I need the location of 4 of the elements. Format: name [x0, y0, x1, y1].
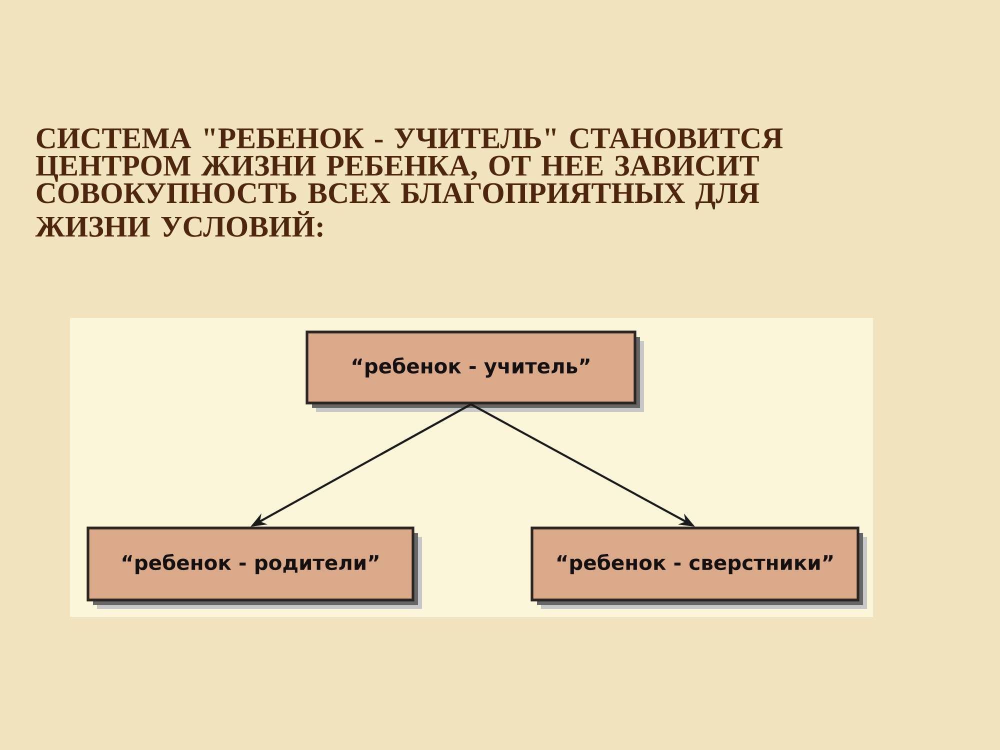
label-box: “ребенок - родители” — [86, 526, 422, 609]
label-box: “ребенок - сверстники” — [530, 526, 867, 609]
label-box: “ребенок - учитель” — [306, 330, 644, 412]
title: СИСТЕМА "РЕБЕНОК - УЧИТЕЛЬ" СТАНОВИТСЯ ЦЕНТРОМ ЖИЗНИ РЕБЕНКА, ОТ НЕЕ ЗАВИСИТ СОВОКУПНОСТЬ ВСЕХ БЛАГОПРИЯТНЫХ ДЛЯ ЖИЗНИ УСЛОВИЙ: — [35, 128, 783, 237]
